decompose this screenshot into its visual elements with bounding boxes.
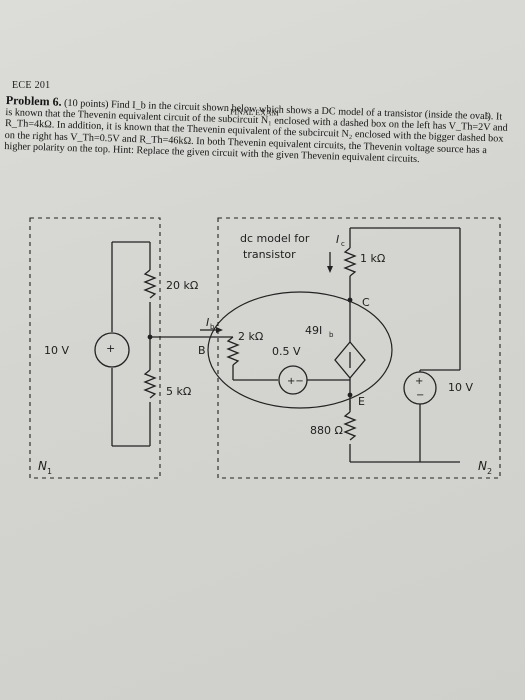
label-node-c: C xyxy=(362,296,370,309)
label-n1-sub: 1 xyxy=(47,467,52,476)
plus-icon: +− xyxy=(287,376,304,387)
label-node-e: E xyxy=(358,395,365,408)
label-r-bottom-left: 5 kΩ xyxy=(166,385,191,398)
label-ic: I xyxy=(336,233,339,246)
left-voltage-source-icon xyxy=(94,332,130,368)
label-r-emitter: 880 Ω xyxy=(310,424,343,437)
label-transistor: transistor xyxy=(243,248,296,261)
label-dc-model: dc model for xyxy=(240,232,310,245)
page-number: 5 xyxy=(485,112,489,121)
label-v-diode: 0.5 V xyxy=(272,345,301,358)
minus-icon: − xyxy=(416,390,424,401)
plus-icon: + xyxy=(106,342,115,355)
resistor-5k-icon xyxy=(143,369,157,399)
label-ic-sub: c xyxy=(341,240,345,248)
course-code: ECE 201 xyxy=(12,80,51,91)
label-dep-source: 49I xyxy=(305,324,322,337)
ib-arrow-icon xyxy=(216,327,223,333)
label-r-collector: 1 kΩ xyxy=(360,252,385,265)
transistor-model-oval xyxy=(207,291,393,409)
label-v-left: 10 V xyxy=(44,344,69,357)
plus-icon: + xyxy=(415,376,423,387)
label-r-top-left: 20 kΩ xyxy=(166,279,198,292)
n2-dashed-box xyxy=(217,217,501,479)
resistor-1k-icon xyxy=(343,247,357,277)
label-ib: I xyxy=(206,316,209,329)
resistor-20k-icon xyxy=(143,269,157,299)
resistor-2k-icon xyxy=(226,336,240,366)
label-n2: N xyxy=(478,459,487,473)
label-n1: N xyxy=(38,459,47,473)
label-ib-sub: b xyxy=(210,323,215,331)
label-v-right: 10 V xyxy=(448,381,473,394)
label-r-base: 2 kΩ xyxy=(238,330,263,343)
label-dep-source-sub: b xyxy=(329,331,334,339)
label-node-b: B xyxy=(198,344,206,357)
resistor-880-icon xyxy=(343,411,357,441)
ic-arrow-icon xyxy=(327,266,333,273)
label-n2-sub: 2 xyxy=(487,467,492,476)
